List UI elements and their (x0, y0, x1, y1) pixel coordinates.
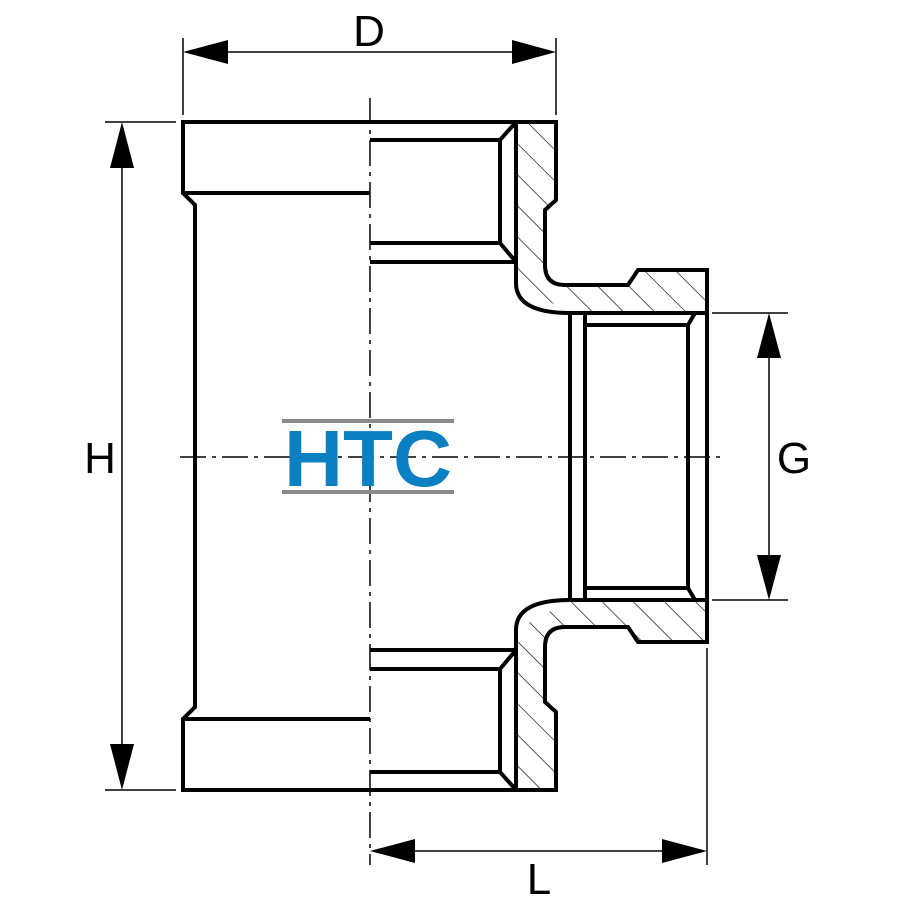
lower-wall-section (516, 600, 707, 790)
branch-thread-outline (583, 311, 697, 602)
hatched-sections (516, 122, 707, 790)
dimension-label-l: L (527, 855, 551, 901)
dimension-g: G (712, 312, 811, 601)
top-socket-inner (370, 120, 707, 315)
upper-wall-section (516, 122, 707, 313)
top-outer-wall (370, 120, 709, 313)
logo-bottom-rule (282, 490, 454, 494)
bottom-socket-inner (370, 598, 707, 792)
dimension-label-h: H (84, 434, 116, 483)
dimension-d: D (182, 7, 557, 115)
htc-logo: HTC (282, 414, 454, 503)
dimension-label-g: G (777, 434, 811, 483)
left-body-outline (181, 120, 370, 792)
fitting-outline (181, 120, 709, 792)
logo-text: HTC (284, 414, 452, 503)
dimension-l: L (370, 648, 708, 901)
dimension-h: H (84, 121, 176, 791)
logo-top-rule (282, 419, 454, 423)
bottom-outer-wall (370, 600, 709, 792)
dimension-label-d: D (353, 7, 385, 56)
